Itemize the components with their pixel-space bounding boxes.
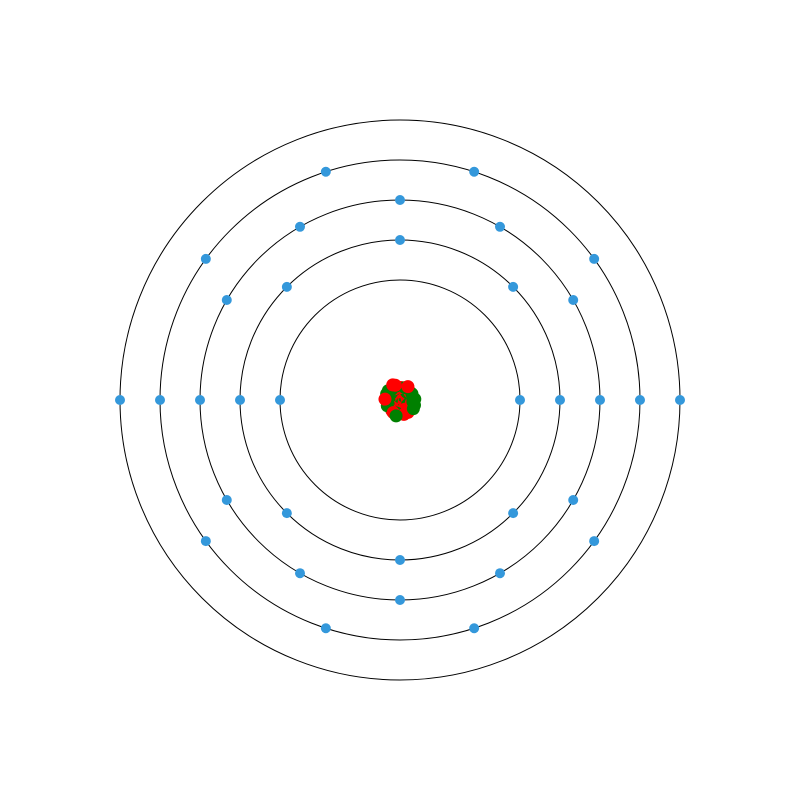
electron <box>589 253 600 264</box>
electron <box>115 395 125 405</box>
electrons <box>115 166 685 634</box>
electron <box>275 395 285 405</box>
electron <box>235 395 245 405</box>
electron <box>281 281 292 292</box>
electron <box>221 295 232 305</box>
electron <box>200 253 211 264</box>
electron <box>200 536 211 547</box>
electron <box>395 595 405 605</box>
neutron <box>408 392 422 406</box>
proton <box>386 378 400 392</box>
electron <box>295 221 305 232</box>
electron <box>515 395 525 405</box>
electron <box>508 508 519 519</box>
electron <box>221 495 232 505</box>
electron <box>320 623 331 634</box>
electron <box>495 221 505 232</box>
electron <box>675 395 685 405</box>
electron <box>568 295 579 305</box>
electron <box>589 536 600 547</box>
electron <box>155 395 165 405</box>
electron <box>508 281 519 292</box>
electron <box>281 508 292 519</box>
electron <box>555 395 565 405</box>
electron <box>195 395 205 405</box>
proton <box>401 380 415 394</box>
electron <box>469 623 480 634</box>
electron <box>469 166 480 177</box>
proton <box>378 392 392 406</box>
electron <box>395 195 405 205</box>
electron <box>595 395 605 405</box>
electron <box>320 166 331 177</box>
electron <box>568 495 579 505</box>
nucleus <box>378 378 422 423</box>
electron <box>295 568 305 579</box>
neutron <box>406 402 420 416</box>
electron <box>635 395 645 405</box>
neutron <box>389 409 403 423</box>
electron <box>395 555 405 565</box>
electron <box>395 235 405 245</box>
electron <box>495 568 505 579</box>
